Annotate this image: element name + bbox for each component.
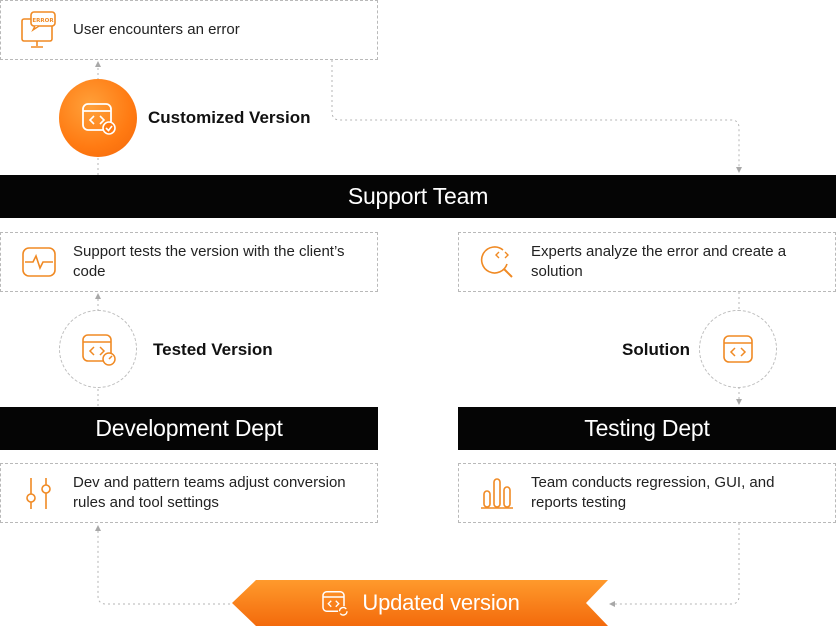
support-test-text: Support tests the version with the clien… xyxy=(73,243,345,280)
magnifier-code-icon xyxy=(477,242,517,282)
experts-card: Experts analyze the error and create a s… xyxy=(458,232,836,292)
experts-text: Experts analyze the error and create a s… xyxy=(531,243,787,280)
code-window-refresh-icon xyxy=(322,591,349,617)
support-team-bar: Support Team xyxy=(0,175,836,218)
testing-text: Team conducts regression, GUI, and repor… xyxy=(531,474,775,511)
tested-version-circle xyxy=(59,310,137,388)
customized-version-circle xyxy=(59,79,137,157)
updated-version-ribbon: Updated version xyxy=(232,580,608,626)
svg-text:ERROR: ERROR xyxy=(32,18,54,24)
dev-text: Dev and pattern teams adjust conversion … xyxy=(73,474,346,511)
heartbeat-monitor-icon xyxy=(19,242,59,282)
customized-version-label: Customized Version xyxy=(148,108,311,127)
updated-version-label: Updated version xyxy=(362,590,520,615)
support-test-card: Support tests the version with the clien… xyxy=(0,232,378,292)
error-monitor-icon: ERROR xyxy=(19,10,59,50)
tested-version-label: Tested Version xyxy=(153,340,273,359)
testing-dept-bar: Testing Dept xyxy=(458,407,836,450)
solution-circle xyxy=(699,310,777,388)
code-window-check-icon xyxy=(82,103,116,135)
development-dept-bar: Development Dept xyxy=(0,407,378,450)
code-window-gauge-icon xyxy=(82,334,116,366)
sliders-icon xyxy=(19,473,59,513)
user-error-card: ERROR User encounters an error xyxy=(0,0,378,60)
dev-card: Dev and pattern teams adjust conversion … xyxy=(0,463,378,523)
bar-chart-icon xyxy=(477,473,517,513)
testing-card: Team conducts regression, GUI, and repor… xyxy=(458,463,836,523)
user-error-text: User encounters an error xyxy=(73,21,240,38)
code-window-icon xyxy=(723,335,753,363)
solution-label: Solution xyxy=(622,340,690,359)
